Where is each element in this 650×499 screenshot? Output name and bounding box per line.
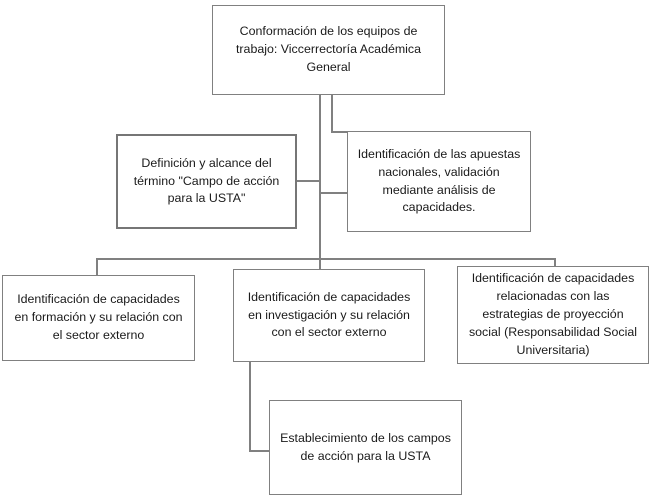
connector-elbow-vertical (249, 362, 251, 452)
node-label: Identificación de capacidades en investi… (247, 289, 411, 340)
connector-trunk-left (319, 95, 321, 260)
connector-distribution-bar (96, 258, 556, 260)
connector-trunk-to-apuestas-left (319, 192, 348, 194)
connector-drop-proyeccion (554, 258, 556, 267)
connector-drop-formacion (96, 258, 98, 276)
node-establecimiento-campos[interactable]: Establecimiento de los campos de acción … (269, 400, 462, 495)
node-definicion-alcance[interactable]: Definición y alcance del término "Campo … (116, 134, 297, 229)
node-label: Establecimiento de los campos de acción … (280, 430, 451, 463)
connector-elbow-horizontal (249, 450, 271, 452)
node-capacidades-investigacion[interactable]: Identificación de capacidades en investi… (233, 269, 425, 362)
node-conformacion-equipos[interactable]: Conformación de los equipos de trabajo: … (212, 5, 445, 95)
node-capacidades-formacion[interactable]: Identificación de capacidades en formaci… (2, 275, 195, 361)
node-label: Definición y alcance del término "Campo … (133, 155, 280, 206)
node-label: Identificación de capacidades en formaci… (14, 292, 183, 342)
node-identificacion-apuestas[interactable]: Identificación de las apuestas nacionale… (347, 131, 531, 232)
node-capacidades-proyeccion-social[interactable]: Identificación de capacidades relacionad… (457, 266, 649, 364)
connector-definicion-to-trunk (296, 180, 321, 182)
node-label: Conformación de los equipos de trabajo: … (235, 24, 422, 74)
node-label: Identificación de las apuestas nacionale… (357, 146, 521, 215)
connector-to-apuestas-top (331, 131, 348, 133)
connector-trunk-right (331, 95, 333, 133)
node-label: Identificación de capacidades relacionad… (468, 271, 638, 357)
connector-drop-investigacion (319, 258, 321, 270)
